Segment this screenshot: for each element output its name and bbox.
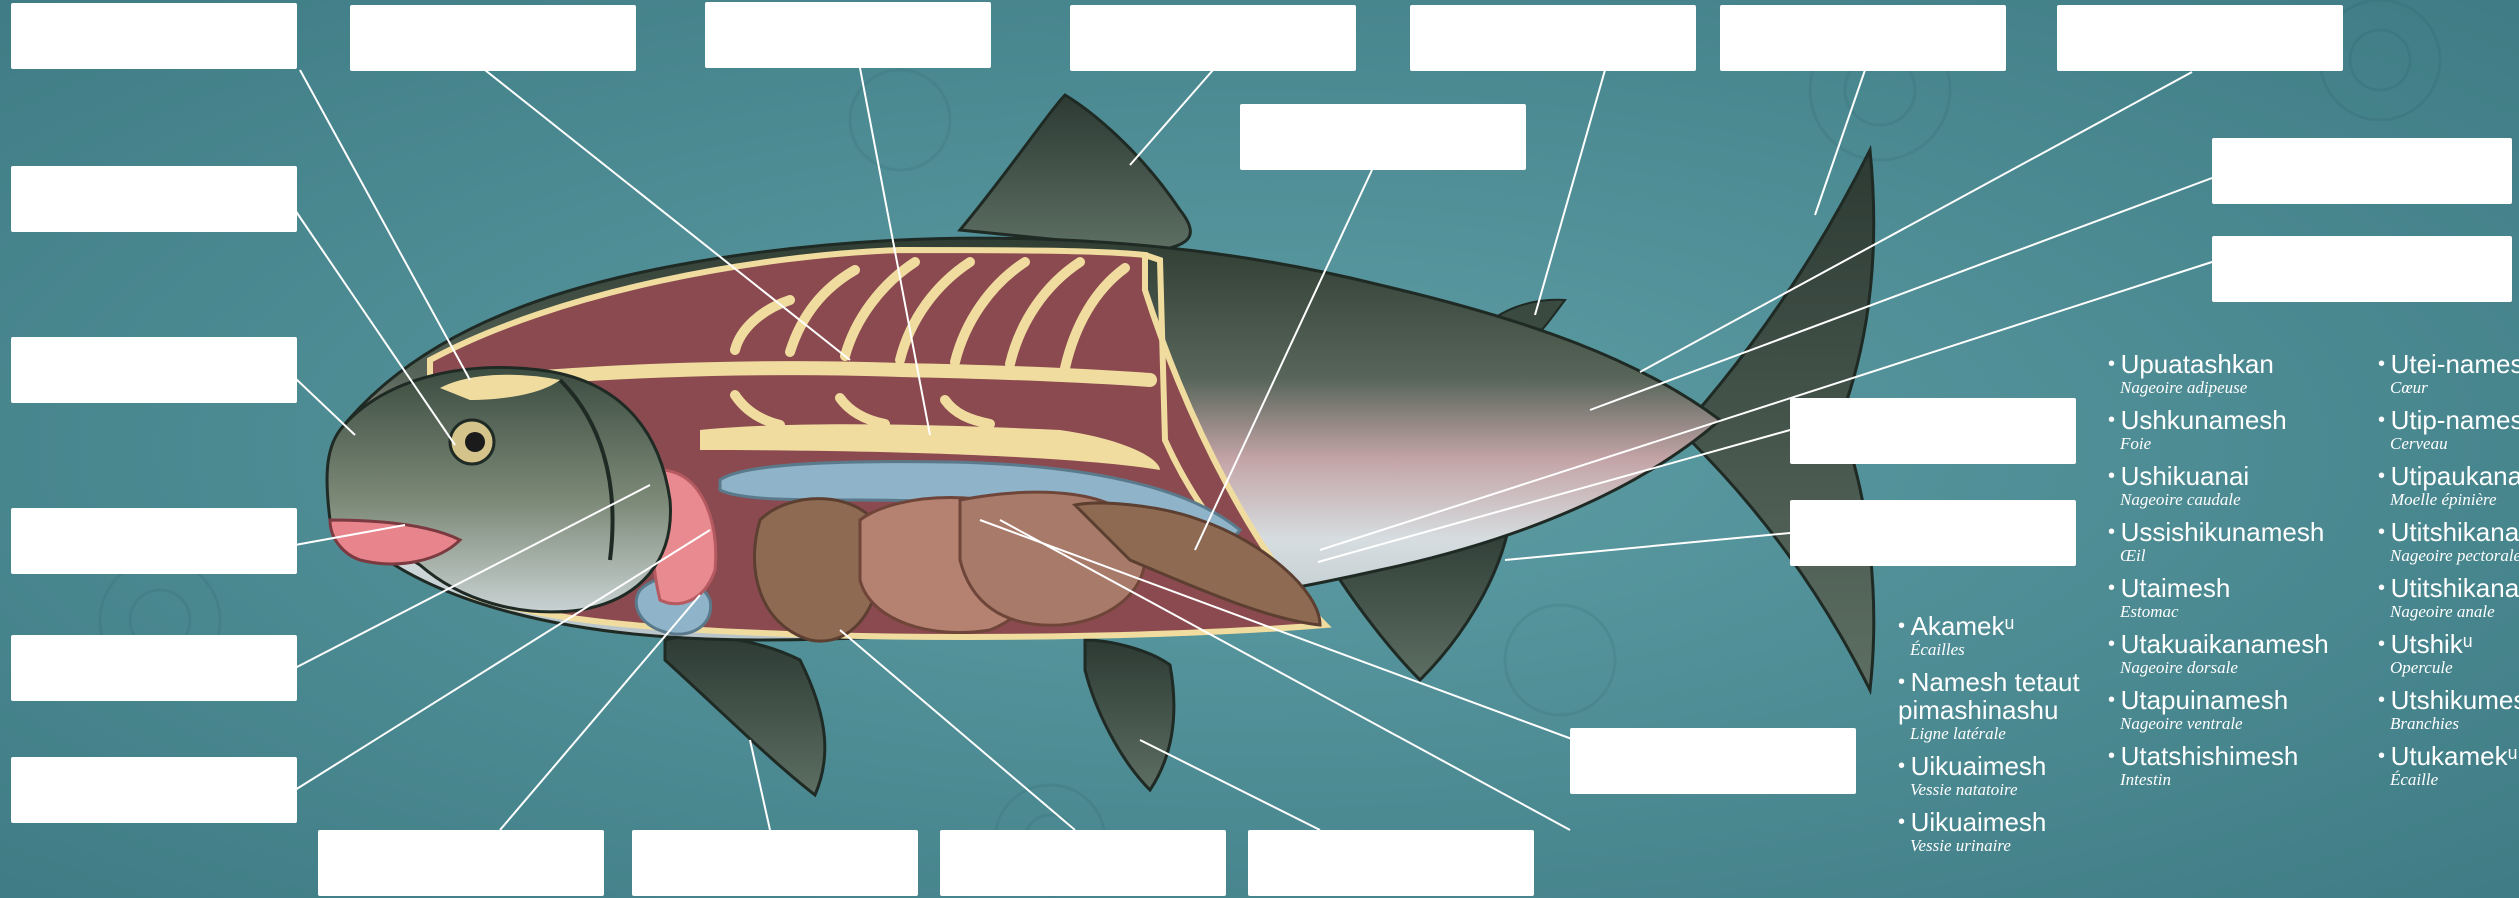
legend-item: Utshikᵘ Opercule (2378, 630, 2519, 678)
legend-column-2: Upuatashkan Nageoire adipeuse Ushkunames… (2108, 350, 2358, 798)
legend-native-term: Utip-namesh (2378, 406, 2519, 434)
legend-french-term: Branchies (2378, 714, 2519, 734)
legend-item: Utei-namesh Cœur (2378, 350, 2519, 398)
legend-native-term: Ushikuanai (2108, 462, 2358, 490)
legend-item: Utitshikanamesh Nageoire anale (2378, 574, 2519, 622)
legend-native-term: Namesh tetaut pimashinashu (1898, 668, 2098, 724)
legend-french-term: Vessie natatoire (1898, 780, 2098, 800)
legend-french-term: Vessie urinaire (1898, 836, 2098, 856)
legend-french-term: Intestin (2108, 770, 2358, 790)
label-box[interactable] (940, 830, 1226, 896)
legend-french-term: Nageoire adipeuse (2108, 378, 2358, 398)
legend-item: Akamekᵘ Écailles (1898, 612, 2098, 660)
legend-item: Utipaukanamesh Moelle épinière (2378, 462, 2519, 510)
legend-french-term: Cerveau (2378, 434, 2519, 454)
legend-native-term: Ushkunamesh (2108, 406, 2358, 434)
legend-item: Ushikuanai Nageoire caudale (2108, 462, 2358, 510)
label-box[interactable] (1248, 830, 1534, 896)
legend-item: Utshikumesh Branchies (2378, 686, 2519, 734)
legend-french-term: Écaille (2378, 770, 2519, 790)
legend-french-term: Ligne latérale (1898, 724, 2098, 744)
legend-column-1: Akamekᵘ Écailles Namesh tetaut pimashina… (1898, 612, 2098, 864)
label-box[interactable] (1070, 5, 1356, 71)
legend-native-term: Akamekᵘ (1898, 612, 2098, 640)
label-box[interactable] (11, 3, 297, 69)
legend-french-term: Opercule (2378, 658, 2519, 678)
legend-native-term: Utitshikanamesh (2378, 518, 2519, 546)
label-box[interactable] (2057, 5, 2343, 71)
legend-item: Uikuaimesh Vessie urinaire (1898, 808, 2098, 856)
label-box[interactable] (2212, 236, 2512, 302)
label-box[interactable] (350, 5, 636, 71)
legend-item: Uikuaimesh Vessie natatoire (1898, 752, 2098, 800)
label-box[interactable] (2212, 138, 2512, 204)
legend-item: Utip-namesh Cerveau (2378, 406, 2519, 454)
legend-french-term: Cœur (2378, 378, 2519, 398)
label-box[interactable] (11, 757, 297, 823)
label-box[interactable] (11, 635, 297, 701)
legend-native-term: Uikuaimesh (1898, 752, 2098, 780)
legend-native-term: Utitshikanamesh (2378, 574, 2519, 602)
legend-native-term: Utipaukanamesh (2378, 462, 2519, 490)
legend-native-term: Uikuaimesh (1898, 808, 2098, 836)
legend-item: Utitshikanamesh Nageoire pectorale (2378, 518, 2519, 566)
label-box[interactable] (1240, 104, 1526, 170)
legend-native-term: Utshikumesh (2378, 686, 2519, 714)
label-box[interactable] (1570, 728, 1856, 794)
label-box[interactable] (632, 830, 918, 896)
legend-french-term: Nageoire caudale (2108, 490, 2358, 510)
label-box[interactable] (318, 830, 604, 896)
legend-french-term: Foie (2108, 434, 2358, 454)
legend-item: Namesh tetaut pimashinashu Ligne latéral… (1898, 668, 2098, 744)
label-box[interactable] (1790, 398, 2076, 464)
legend-item: Utakuaikanamesh Nageoire dorsale (2108, 630, 2358, 678)
legend-french-term: Nageoire ventrale (2108, 714, 2358, 734)
legend-column-3: Utei-namesh Cœur Utip-namesh Cerveau Uti… (2378, 350, 2519, 898)
legend-item: Ussishikunamesh Œil (2108, 518, 2358, 566)
legend-french-term: Moelle épinière (2378, 490, 2519, 510)
legend-item: Utaimesh Estomac (2108, 574, 2358, 622)
label-box[interactable] (11, 508, 297, 574)
legend-french-term: Estomac (2108, 602, 2358, 622)
legend-item: Utatshishimesh Intestin (2108, 742, 2358, 790)
legend-native-term: Utakuaikanamesh (2108, 630, 2358, 658)
legend-item: Utukamekᵘ Écaille (2378, 742, 2519, 790)
legend-item: Ushkunamesh Foie (2108, 406, 2358, 454)
label-box[interactable] (1790, 500, 2076, 566)
legend-item: Upuatashkan Nageoire adipeuse (2108, 350, 2358, 398)
legend-french-term: Nageoire dorsale (2108, 658, 2358, 678)
legend-native-term: Utshikᵘ (2378, 630, 2519, 658)
legend-native-term: Utaimesh (2108, 574, 2358, 602)
label-box[interactable] (1720, 5, 2006, 71)
legend-native-term: Ussishikunamesh (2108, 518, 2358, 546)
legend-native-term: Utatshishimesh (2108, 742, 2358, 770)
label-box[interactable] (11, 166, 297, 232)
legend-item: Utapuinamesh Nageoire ventrale (2108, 686, 2358, 734)
legend-native-term: Upuatashkan (2108, 350, 2358, 378)
legend-native-term: Utapuinamesh (2108, 686, 2358, 714)
legend-native-term: Utei-namesh (2378, 350, 2519, 378)
legend-french-term: Nageoire anale (2378, 602, 2519, 622)
label-box[interactable] (705, 2, 991, 68)
legend-native-term: Utukamekᵘ (2378, 742, 2519, 770)
legend-french-term: Œil (2108, 546, 2358, 566)
legend-french-term: Nageoire pectorale (2378, 546, 2519, 566)
label-box[interactable] (11, 337, 297, 403)
legend-french-term: Écailles (1898, 640, 2098, 660)
label-box[interactable] (1410, 5, 1696, 71)
